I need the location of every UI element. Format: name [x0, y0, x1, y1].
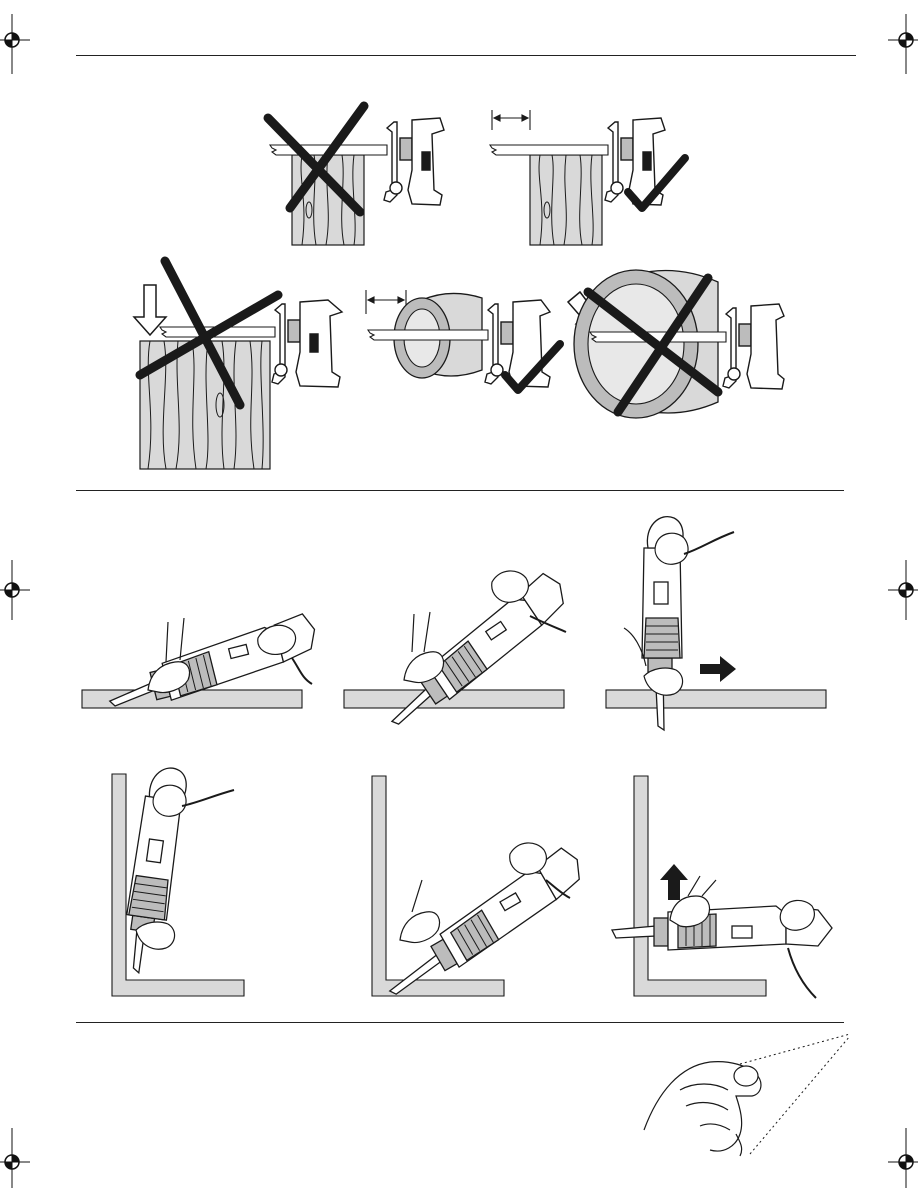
saw-blade	[490, 145, 608, 155]
hand-rear	[655, 533, 688, 564]
power-cord	[182, 790, 234, 806]
flush-cut-horizontal-figure	[612, 770, 842, 1005]
registration-mark-mid-right	[888, 560, 918, 620]
hand-front	[400, 880, 440, 943]
reciprocating-saw	[371, 844, 594, 1003]
overhang-dimension	[492, 110, 530, 130]
right-arrow-icon	[700, 656, 736, 682]
blade-overhang-wood-wrong-figure	[262, 100, 462, 250]
workpiece	[606, 690, 826, 708]
hand	[644, 1062, 761, 1156]
section-divider-1	[76, 490, 844, 491]
registration-mark-bottom-left	[0, 1128, 30, 1188]
saw-shoe	[485, 300, 550, 387]
plunge-step-2-figure	[342, 560, 572, 715]
overhang-dimension	[366, 290, 406, 314]
plunge-step-3-figure	[604, 508, 834, 733]
plunge-step-1-figure	[80, 598, 310, 713]
top-rule	[76, 55, 856, 56]
hand-rear	[492, 571, 529, 602]
hand-rear	[510, 843, 547, 874]
saw-shoe	[272, 300, 342, 387]
flush-cut-angled-figure	[360, 770, 570, 1000]
hand-rear	[153, 785, 186, 816]
up-arrow-icon	[660, 864, 688, 900]
power-cord	[788, 948, 816, 998]
saw-blade	[368, 330, 488, 340]
registration-mark-top-right	[888, 14, 918, 74]
registration-mark-bottom-right	[888, 1128, 918, 1188]
power-cord	[684, 532, 734, 554]
pipe-cut-right-figure	[360, 280, 570, 405]
wood-block	[530, 155, 602, 245]
saw-shoe	[723, 304, 784, 389]
blade-change-hand-figure	[640, 1030, 860, 1160]
blade-overhang-wood-right-figure	[480, 100, 690, 250]
wall-corner	[634, 776, 766, 996]
hand-front	[404, 612, 444, 683]
flush-cut-vertical-figure	[108, 760, 308, 1000]
section-divider-2	[76, 1022, 844, 1023]
saw-shoe	[384, 118, 444, 205]
registration-mark-mid-left	[0, 560, 30, 620]
hand-rear	[780, 900, 814, 930]
registration-mark-top-left	[0, 14, 30, 74]
power-cord	[292, 658, 312, 684]
oversize-pipe-wrong-figure	[558, 262, 788, 427]
oversize-wood-wrong-figure	[130, 255, 355, 475]
